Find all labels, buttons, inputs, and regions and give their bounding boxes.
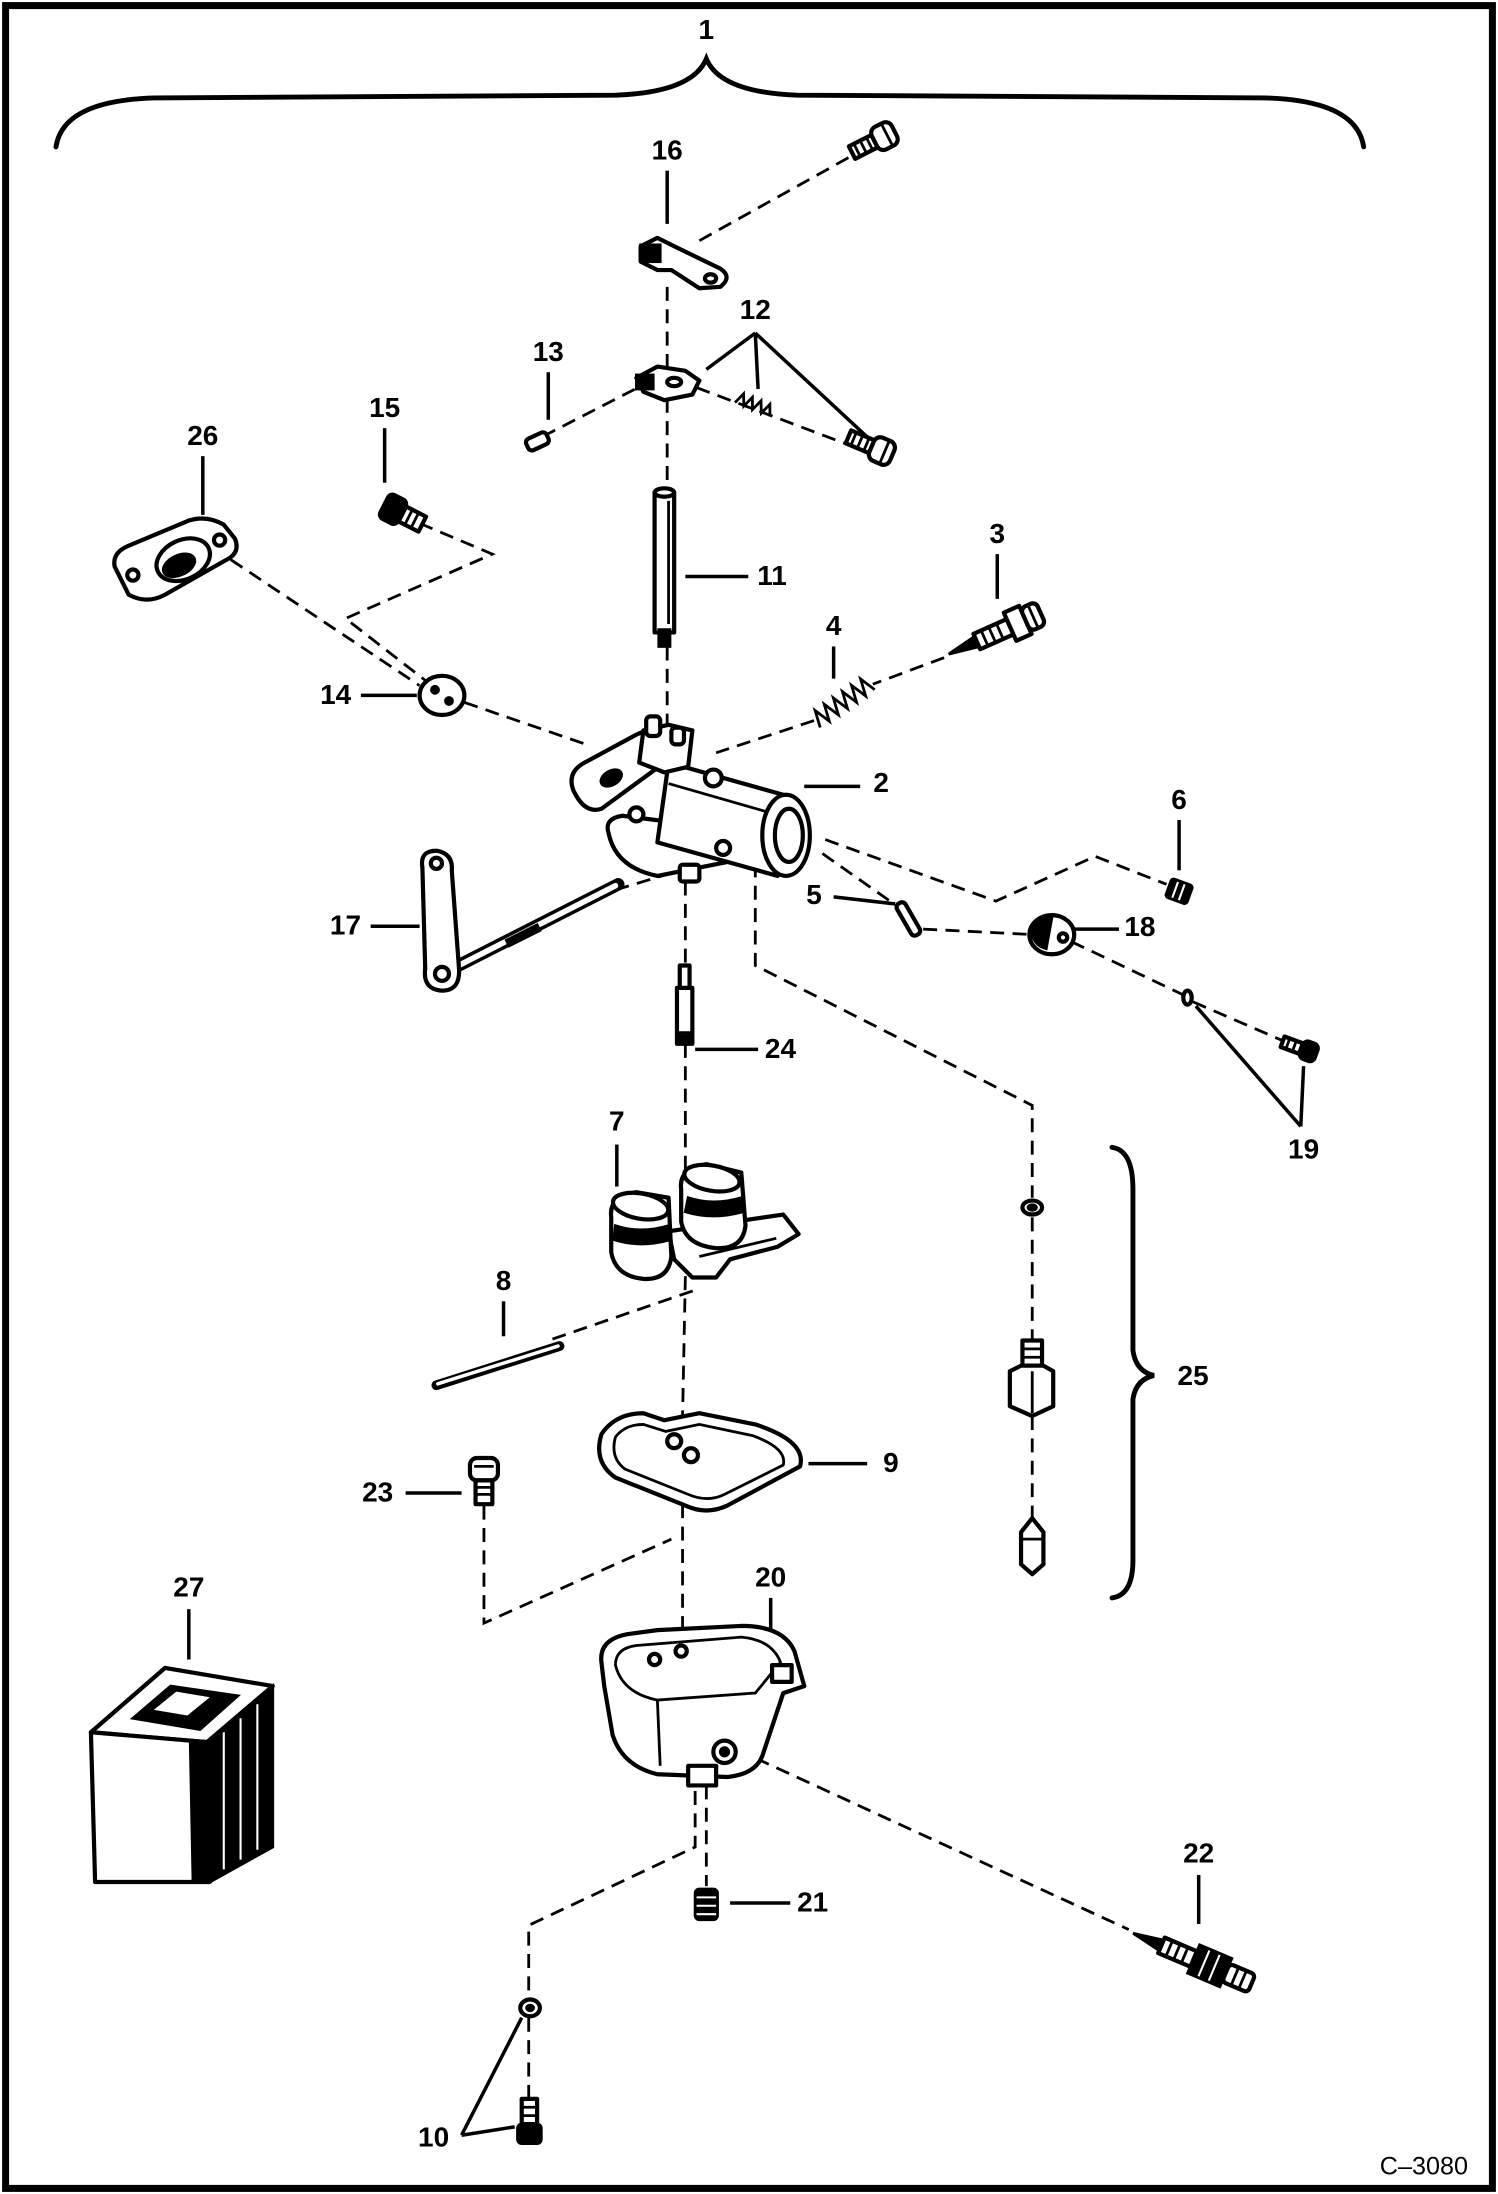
part-16-screw [846,120,900,161]
dashed-line-bowl-needle-22 [735,1747,1130,1931]
part-13-pin [523,430,551,453]
callout-23: 23 [362,1476,393,1507]
callout-26: 26 [187,420,218,451]
callout-8: 8 [496,1265,512,1296]
callout-2: 2 [873,767,889,798]
part-17-throttle-shaft-lever [419,848,625,993]
leader-line-10 [460,2016,524,2137]
part-25-brace [1109,1144,1155,1601]
dashed-line-bowl-screw-10 [527,1791,697,1999]
callout-24: 24 [765,1033,797,1064]
dashed-line-pin-float [552,1288,696,1341]
callout-18: 18 [1124,911,1155,942]
callout-21: 21 [797,1886,828,1917]
part-6-plug [1164,877,1194,905]
dashed-line-body-pin [821,852,899,908]
part-3-mixture-needle [947,601,1047,656]
callout-12: 12 [740,294,771,325]
part-18-throttle-plate [1027,913,1077,957]
part-11-shaft [652,486,677,648]
callout-9: 9 [883,1447,899,1478]
assembly-brace [53,52,1367,150]
part-26-mounting-gasket [112,516,239,602]
dashed-line-pin-clamp [542,384,642,438]
part-23-screw [467,1455,501,1507]
dashed-line-screw-23 [482,1505,672,1626]
dashed-line-body-needle-seat [753,863,1034,1198]
dashed-line-needle-spring [872,656,945,686]
leader-line-5 [833,895,896,906]
dashed-line-plate-oring [1070,940,1184,997]
callout-19: 19 [1288,1134,1319,1165]
part-4-spring [812,675,876,728]
callout-3: 3 [989,518,1005,549]
leader-line-19 [1194,1004,1306,1128]
part-15-screw [377,492,429,534]
dashed-line-oring-screw [1192,1000,1288,1044]
callout-10: 10 [418,2121,449,2152]
part-25-needle-seat [1007,1198,1056,1577]
part-12-clamp [634,364,702,403]
callout-22: 22 [1183,1837,1214,1868]
part-14-disc [417,673,467,718]
callout-1: 1 [699,14,715,45]
dashed-line-pin-plate [923,927,1036,937]
part-8-float-pin [431,1341,565,1391]
figure-code: C–3080 [1380,2152,1468,2180]
callout-16: 16 [652,135,683,166]
part-12-spring [734,390,772,417]
part-27-repair-kit-box [88,1665,275,1885]
part-16-lever [638,235,729,291]
part-9-bowl-gasket [597,1411,803,1513]
callout-7: 7 [609,1106,625,1137]
part-5-pin [894,900,923,938]
callout-5: 5 [806,879,822,910]
callout-27: 27 [173,1572,204,1603]
callout-6: 6 [1171,784,1187,815]
part-19-screw [1278,1034,1320,1064]
part-7-float [608,1162,801,1282]
dashed-line-gasket-disc [230,558,421,687]
part-20-float-bowl [599,1623,807,1788]
part-12-screw [843,428,898,467]
part-22-main-needle [1132,1931,1257,1994]
part-10-washer [518,1997,542,2019]
leader-line-12 [705,331,874,444]
dashed-line-body-plug [824,838,1168,903]
callout-4: 4 [826,610,842,641]
callout-14: 14 [320,679,352,710]
callout-20: 20 [755,1562,786,1593]
dashed-line-clamp-screw [696,386,850,447]
callout-11: 11 [757,560,787,591]
dashed-line-spring-body [715,719,815,755]
callout-25: 25 [1178,1360,1209,1391]
callout-17: 17 [330,910,361,941]
part-19-oring [1181,988,1194,1007]
part-21-plug-screw [693,1887,719,1922]
callout-13: 13 [533,336,564,367]
dashed-line-float-gasket [681,1276,687,1417]
dashed-line-screw-15 [342,522,496,683]
dashed-line-lever-screw [698,149,861,242]
callout-15: 15 [369,392,400,423]
part-24-main-nozzle [674,963,695,1046]
part-10-screw [516,2096,543,2146]
part-2-carburetor-body [569,714,812,884]
